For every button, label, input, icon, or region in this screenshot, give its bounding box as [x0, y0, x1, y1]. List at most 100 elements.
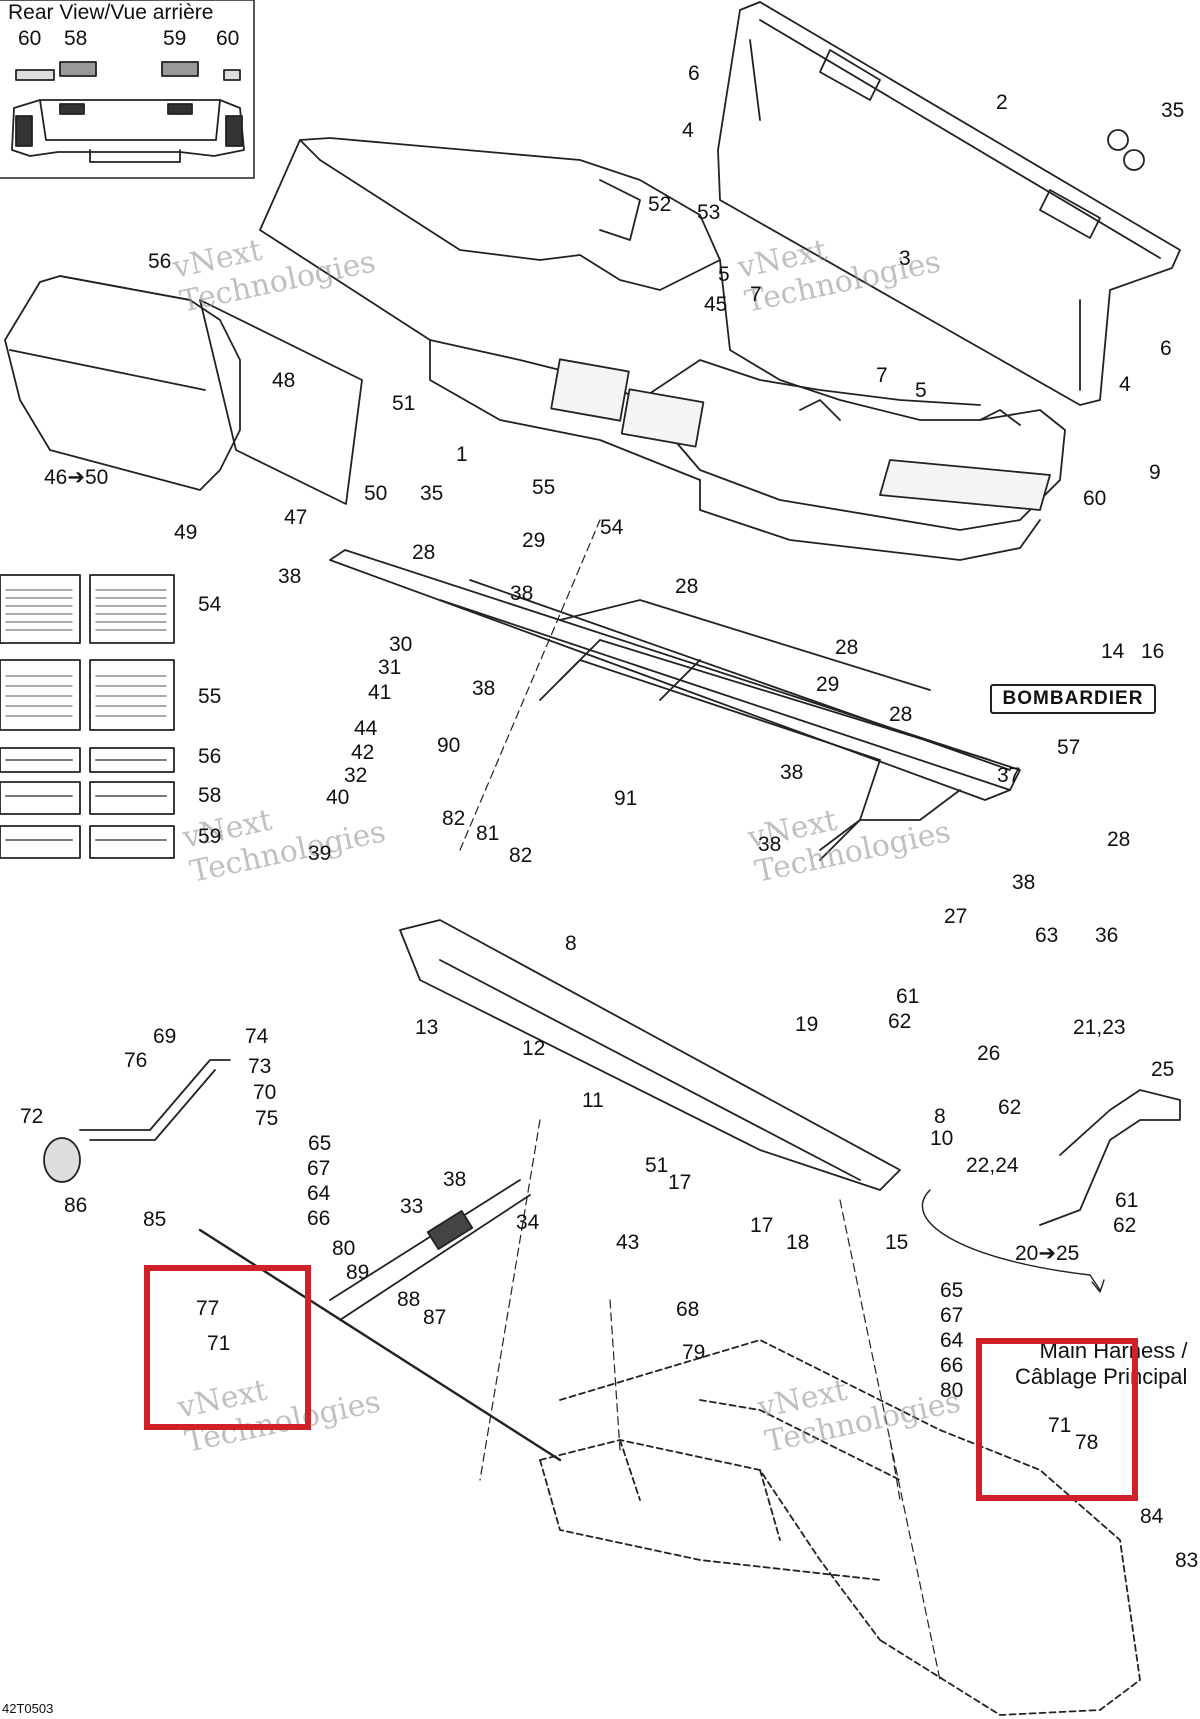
callout-57: 57 — [1057, 736, 1081, 759]
callout-80: 80 — [332, 1237, 356, 1260]
callout-47: 47 — [284, 506, 308, 529]
highlight-box-left — [144, 1265, 311, 1430]
callout-61: 61 — [896, 985, 920, 1008]
main-harness-label: Main Harness / Câblage Principal — [1015, 1338, 1187, 1390]
callout-39: 39 — [308, 842, 332, 865]
callout-28: 28 — [412, 541, 436, 564]
harness-line-2: Câblage Principal — [1015, 1364, 1188, 1389]
callout-13: 13 — [415, 1016, 439, 1039]
callout-28: 28 — [1107, 828, 1131, 851]
inset-rear-view-drawing — [11, 61, 245, 163]
callout-8: 8 — [565, 932, 577, 955]
callout-64: 64 — [307, 1182, 331, 1205]
highlight-box-right — [976, 1338, 1138, 1501]
bombardier-decal: BOMBARDIER — [990, 684, 1156, 714]
callout-10: 10 — [930, 1127, 954, 1150]
callout-33: 33 — [400, 1195, 424, 1218]
callout-35: 35 — [1161, 99, 1185, 122]
callout-2: 2 — [996, 91, 1008, 114]
callout-42: 42 — [351, 741, 375, 764]
callout-25: 25 — [1151, 1058, 1175, 1081]
callout-26: 26 — [977, 1042, 1001, 1065]
callout-38: 38 — [780, 761, 804, 784]
callout-4: 4 — [682, 119, 694, 142]
callout-79: 79 — [682, 1341, 706, 1364]
callout-67: 67 — [940, 1304, 964, 1327]
callout-75: 75 — [255, 1107, 279, 1130]
cargo-box — [259, 137, 1066, 561]
callout-73: 73 — [248, 1055, 272, 1078]
callout-40: 40 — [326, 786, 350, 809]
callout-62: 62 — [998, 1096, 1022, 1119]
callout-18: 18 — [786, 1231, 810, 1254]
callout-5: 5 — [718, 263, 730, 286]
callout-76: 76 — [124, 1049, 148, 1072]
callout-55: 55 — [532, 476, 556, 499]
callout-31: 31 — [378, 656, 402, 679]
callout-55: 55 — [198, 685, 222, 708]
callout-15: 15 — [885, 1231, 909, 1254]
callout-84: 84 — [1140, 1505, 1164, 1528]
callout-44: 44 — [354, 717, 378, 740]
callout-51: 51 — [392, 392, 416, 415]
callout-22-24: 22,24 — [966, 1154, 1019, 1177]
callout-87: 87 — [423, 1306, 447, 1329]
callout-56: 56 — [148, 250, 172, 273]
callout-91: 91 — [614, 787, 638, 810]
callout-86: 86 — [64, 1194, 88, 1217]
callout-81: 81 — [476, 822, 500, 845]
callout-45: 45 — [704, 293, 728, 316]
callout-12: 12 — [522, 1037, 546, 1060]
callout-28: 28 — [889, 703, 913, 726]
callout-28: 28 — [835, 636, 859, 659]
callout-83: 83 — [1175, 1549, 1199, 1572]
callout-85: 85 — [143, 1208, 167, 1231]
callout-54: 54 — [600, 516, 624, 539]
callout-8: 8 — [934, 1105, 946, 1128]
callout-82: 82 — [442, 807, 466, 830]
callout-53: 53 — [697, 201, 721, 224]
callout-88: 88 — [397, 1288, 421, 1311]
callout-38: 38 — [758, 833, 782, 856]
callout-60: 60 — [18, 27, 42, 50]
callout-65: 65 — [308, 1132, 332, 1155]
callout-51: 51 — [645, 1154, 669, 1177]
callout-58: 58 — [198, 784, 222, 807]
callout-19: 19 — [795, 1013, 819, 1036]
callout-71: 71 — [207, 1332, 231, 1355]
callout-28: 28 — [675, 575, 699, 598]
callout-17: 17 — [750, 1214, 774, 1237]
callout-80: 80 — [940, 1379, 964, 1402]
inset-frame — [0, 0, 255, 179]
callout-60: 60 — [1083, 487, 1107, 510]
inset-title: Rear View/Vue arrière — [8, 1, 214, 24]
leader-lines — [459, 519, 941, 1681]
callout-56: 56 — [198, 745, 222, 768]
callout-38: 38 — [278, 565, 302, 588]
callout-3: 3 — [899, 247, 911, 270]
callout-67: 67 — [307, 1157, 331, 1180]
callout-52: 52 — [648, 193, 672, 216]
callout-1: 1 — [456, 443, 468, 466]
callout-29: 29 — [522, 529, 546, 552]
cargo-subframe — [329, 549, 1021, 861]
linkage-and-rods — [43, 1059, 1181, 1462]
callout-54: 54 — [198, 593, 222, 616]
callout-78: 78 — [1075, 1431, 1099, 1454]
callout-38: 38 — [472, 677, 496, 700]
callout-48: 48 — [272, 369, 296, 392]
callout-90: 90 — [437, 734, 461, 757]
callout-7: 7 — [750, 283, 762, 306]
callout-30: 30 — [389, 633, 413, 656]
callout-6: 6 — [688, 62, 700, 85]
callout-17: 17 — [668, 1171, 692, 1194]
callout-38: 38 — [510, 582, 534, 605]
callout-36: 36 — [1095, 924, 1119, 947]
callout-7: 7 — [876, 364, 888, 387]
callout-62: 62 — [1113, 1214, 1137, 1237]
callout-61: 61 — [1115, 1189, 1139, 1212]
callout-43: 43 — [616, 1231, 640, 1254]
callout-16: 16 — [1141, 640, 1165, 663]
callout-66: 66 — [940, 1354, 964, 1377]
